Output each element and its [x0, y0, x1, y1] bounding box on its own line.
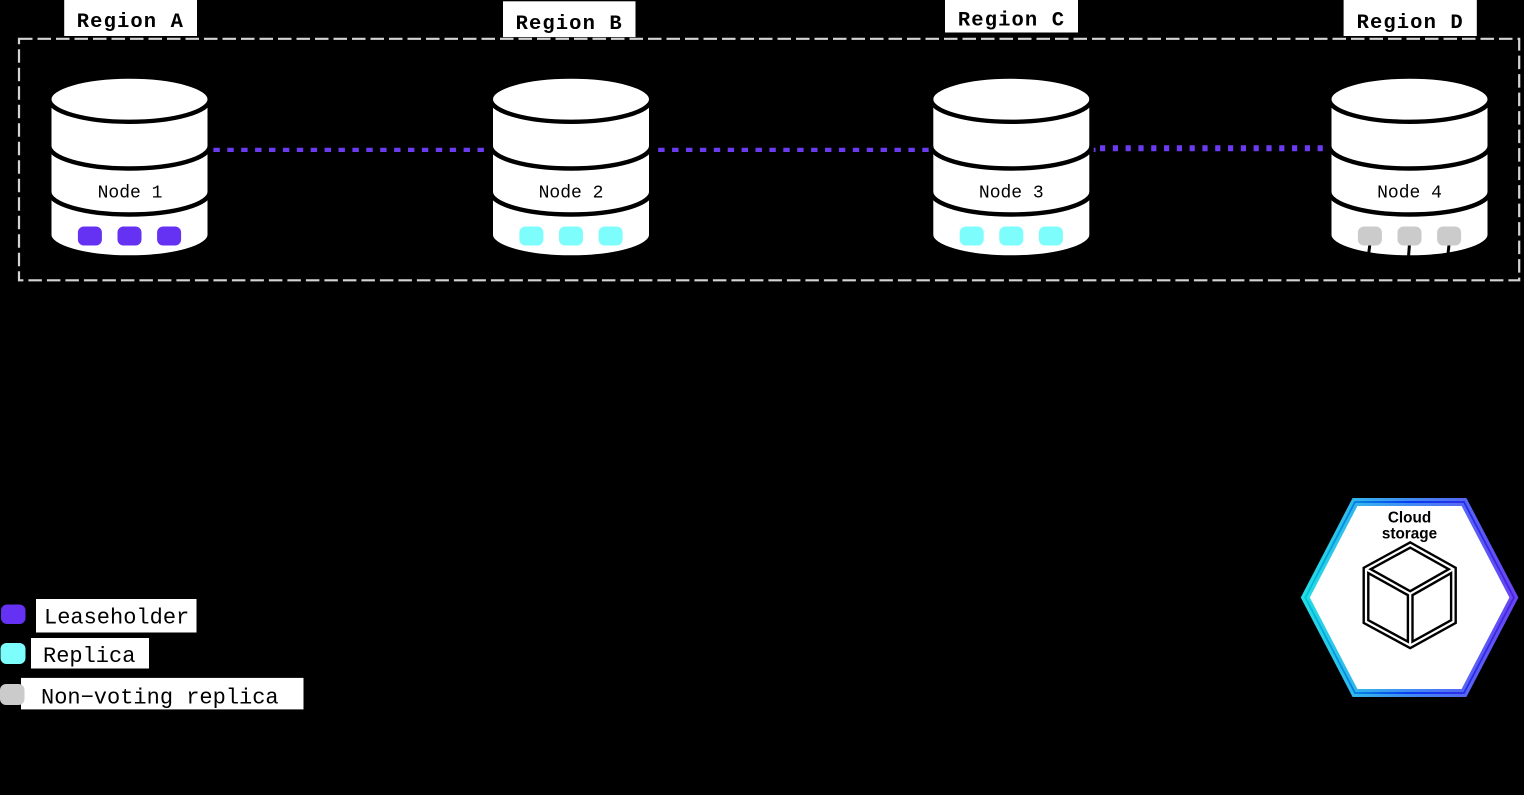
svg-text:storage: storage: [1382, 526, 1437, 543]
svg-text:Non−voting replica: Non−voting replica: [41, 686, 279, 711]
svg-text:Region C: Region C: [958, 10, 1065, 33]
svg-text:Region A: Region A: [77, 11, 184, 34]
svg-text:Replica: Replica: [43, 644, 135, 669]
svg-text:Node 4: Node 4: [1377, 183, 1442, 203]
svg-text:Cloud: Cloud: [1388, 510, 1431, 527]
svg-text:Leaseholder: Leaseholder: [44, 605, 189, 630]
svg-text:Node 1: Node 1: [98, 183, 163, 203]
svg-text:Region D: Region D: [1357, 12, 1464, 35]
svg-text:Region B: Region B: [516, 13, 623, 36]
svg-text:Node 2: Node 2: [539, 183, 604, 203]
svg-text:Node 3: Node 3: [979, 183, 1044, 203]
